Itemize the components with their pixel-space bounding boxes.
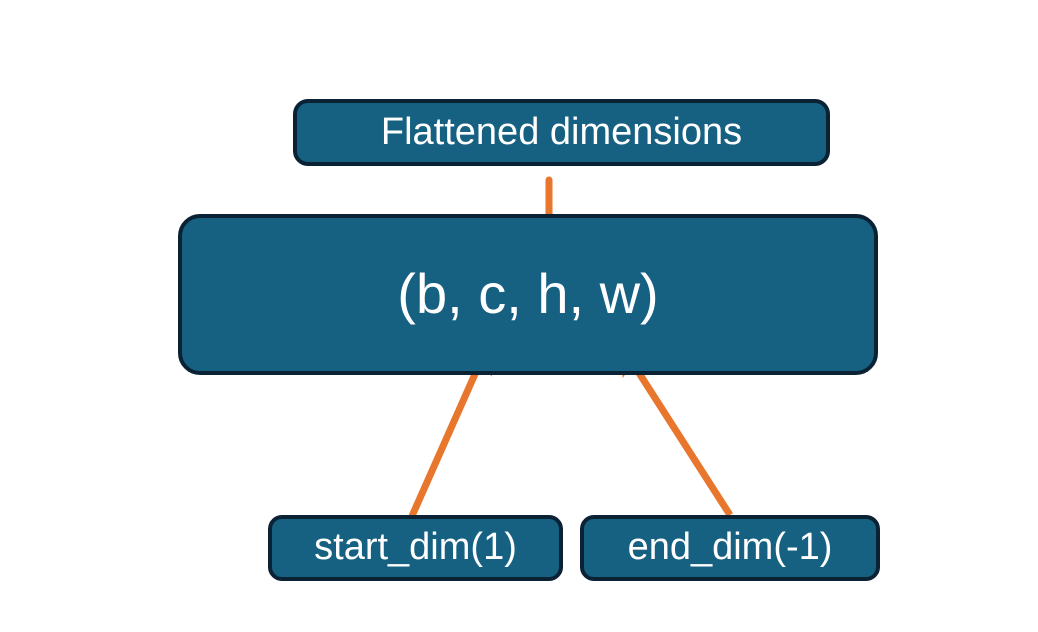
- node-end-dim[interactable]: end_dim(-1): [580, 515, 880, 581]
- node-start-dim[interactable]: start_dim(1): [268, 515, 563, 581]
- node-end-dim-label: end_dim(-1): [627, 526, 833, 569]
- node-tensor-shape[interactable]: (b, c, h, w): [178, 214, 878, 375]
- node-start-dim-label: start_dim(1): [314, 526, 517, 569]
- node-tensor-shape-label: (b, c, h, w): [397, 262, 659, 326]
- node-flattened-dimensions[interactable]: Flattened dimensions: [293, 99, 830, 166]
- node-flattened-dimensions-label: Flattened dimensions: [380, 110, 743, 153]
